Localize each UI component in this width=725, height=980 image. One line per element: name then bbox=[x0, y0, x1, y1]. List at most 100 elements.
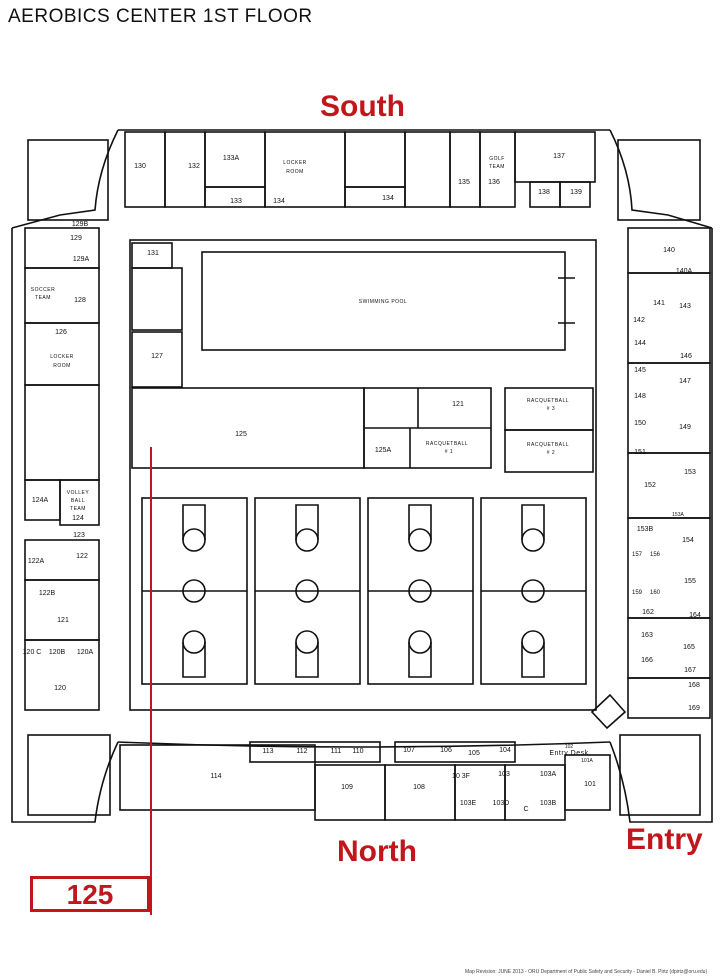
label-entry-desk: Entry Desk bbox=[549, 750, 588, 757]
room-110: 110 bbox=[352, 748, 363, 755]
room-138: 138 bbox=[538, 189, 550, 196]
room-112: 112 bbox=[296, 748, 307, 755]
room-122A: 122A bbox=[28, 558, 45, 565]
room-103E: 103E bbox=[460, 800, 477, 807]
room-153: 153 bbox=[684, 469, 696, 476]
room-124A: 124A bbox=[32, 497, 49, 504]
room-150: 150 bbox=[634, 420, 646, 427]
room-165: 165 bbox=[683, 644, 695, 651]
room-160: 160 bbox=[650, 590, 661, 596]
room-129B: 129B bbox=[72, 221, 89, 228]
room-132: 132 bbox=[188, 163, 200, 170]
label-volley-2: BALL bbox=[71, 498, 85, 504]
room-159: 159 bbox=[632, 590, 643, 596]
footer-note: Map Revision: JUNE 2013 - ORU Department… bbox=[465, 969, 708, 975]
callout-room-125: 125 bbox=[30, 876, 150, 912]
label-locker-room-left-2: ROOM bbox=[53, 363, 71, 369]
swimming-pool bbox=[201, 251, 566, 351]
room-137: 137 bbox=[553, 153, 565, 160]
room-111: 111 bbox=[331, 748, 342, 755]
room-124: 124 bbox=[72, 515, 84, 522]
room-129A: 129A bbox=[73, 256, 90, 263]
room-114: 114 bbox=[210, 773, 221, 780]
label-locker-room-top-1: LOCKER bbox=[283, 160, 307, 166]
tower-ne bbox=[617, 139, 701, 221]
room-107: 107 bbox=[403, 747, 415, 754]
label-volley-1: VOLLEY bbox=[67, 490, 90, 496]
room-106: 106 bbox=[440, 747, 452, 754]
label-soccer-1: SOCCER bbox=[31, 287, 55, 293]
room-120B: 120B bbox=[49, 649, 66, 656]
room-153A: 153A bbox=[672, 512, 684, 518]
room-146: 146 bbox=[680, 353, 692, 360]
room-134-a: 134 bbox=[273, 198, 285, 205]
room-121-b: 121 bbox=[57, 617, 69, 624]
room-167: 167 bbox=[684, 667, 696, 674]
label-racquetball-2-num: # 2 bbox=[547, 450, 555, 456]
room-103F: 10 3F bbox=[452, 773, 470, 780]
tower-nw bbox=[27, 139, 109, 221]
direction-north: North bbox=[337, 835, 417, 868]
label-golf-2: TEAM bbox=[489, 164, 505, 170]
room-166: 166 bbox=[641, 657, 653, 664]
label-racquetball-1: RACQUETBALL bbox=[426, 441, 468, 447]
room-101A: 101A bbox=[581, 758, 593, 764]
room-122: 122 bbox=[76, 553, 88, 560]
corner-arc-sw bbox=[11, 741, 119, 823]
page-title: AEROBICS CENTER 1ST FLOOR bbox=[8, 6, 313, 27]
room-147: 147 bbox=[679, 378, 691, 385]
room-168: 168 bbox=[688, 682, 700, 689]
room-151: 151 bbox=[634, 449, 646, 456]
direction-entry: Entry bbox=[626, 823, 703, 856]
corner-arc-se bbox=[609, 741, 713, 823]
room-152: 152 bbox=[644, 482, 656, 489]
room-113: 113 bbox=[262, 748, 273, 755]
corner-arc-ne bbox=[609, 129, 713, 229]
room-101: 101 bbox=[584, 781, 596, 788]
room-153B: 153B bbox=[637, 526, 654, 533]
label-racquetball-3: RACQUETBALL bbox=[527, 398, 569, 404]
room-133: 133 bbox=[230, 198, 242, 205]
room-126: 126 bbox=[55, 329, 67, 336]
label-swimming-pool: SWIMMING POOL bbox=[359, 299, 407, 305]
room-103B: 103B bbox=[540, 800, 557, 807]
room-123: 123 bbox=[73, 532, 85, 539]
room-104: 104 bbox=[499, 747, 511, 754]
room-157: 157 bbox=[632, 552, 643, 558]
room-135: 135 bbox=[458, 179, 470, 186]
inner-court bbox=[129, 239, 597, 711]
room-154: 154 bbox=[682, 537, 694, 544]
room-128: 128 bbox=[74, 297, 86, 304]
room-125: 125 bbox=[235, 431, 247, 438]
room-120C: 120 C bbox=[23, 649, 42, 656]
label-locker-room-top-2: ROOM bbox=[286, 169, 304, 175]
room-121-a: 121 bbox=[452, 401, 464, 408]
tower-sw bbox=[27, 734, 111, 816]
room-103: 103 bbox=[498, 771, 510, 778]
room-136: 136 bbox=[488, 179, 500, 186]
room-102: 102 bbox=[565, 744, 574, 750]
room-105: 105 bbox=[468, 750, 480, 757]
direction-south: South bbox=[320, 90, 405, 123]
room-120A: 120A bbox=[77, 649, 94, 656]
room-120: 120 bbox=[54, 685, 66, 692]
room-103A: 103A bbox=[540, 771, 557, 778]
room-125A: 125A bbox=[375, 447, 392, 454]
room-141: 141 bbox=[653, 300, 665, 307]
room-156: 156 bbox=[650, 552, 661, 558]
room-149: 149 bbox=[679, 424, 691, 431]
tower-se bbox=[619, 734, 701, 816]
label-racquetball-2: RACQUETBALL bbox=[527, 442, 569, 448]
label-volley-3: TEAM bbox=[70, 506, 86, 512]
label-golf-1: GOLF bbox=[489, 156, 505, 162]
room-103D: 103D bbox=[493, 800, 510, 807]
room-127: 127 bbox=[151, 353, 163, 360]
room-164: 164 bbox=[689, 612, 701, 619]
room-133A: 133A bbox=[223, 155, 240, 162]
room-143: 143 bbox=[679, 303, 691, 310]
room-140: 140 bbox=[663, 247, 675, 254]
room-103C: C bbox=[523, 806, 528, 813]
callout-leader-line bbox=[150, 447, 152, 915]
room-145: 145 bbox=[634, 367, 646, 374]
